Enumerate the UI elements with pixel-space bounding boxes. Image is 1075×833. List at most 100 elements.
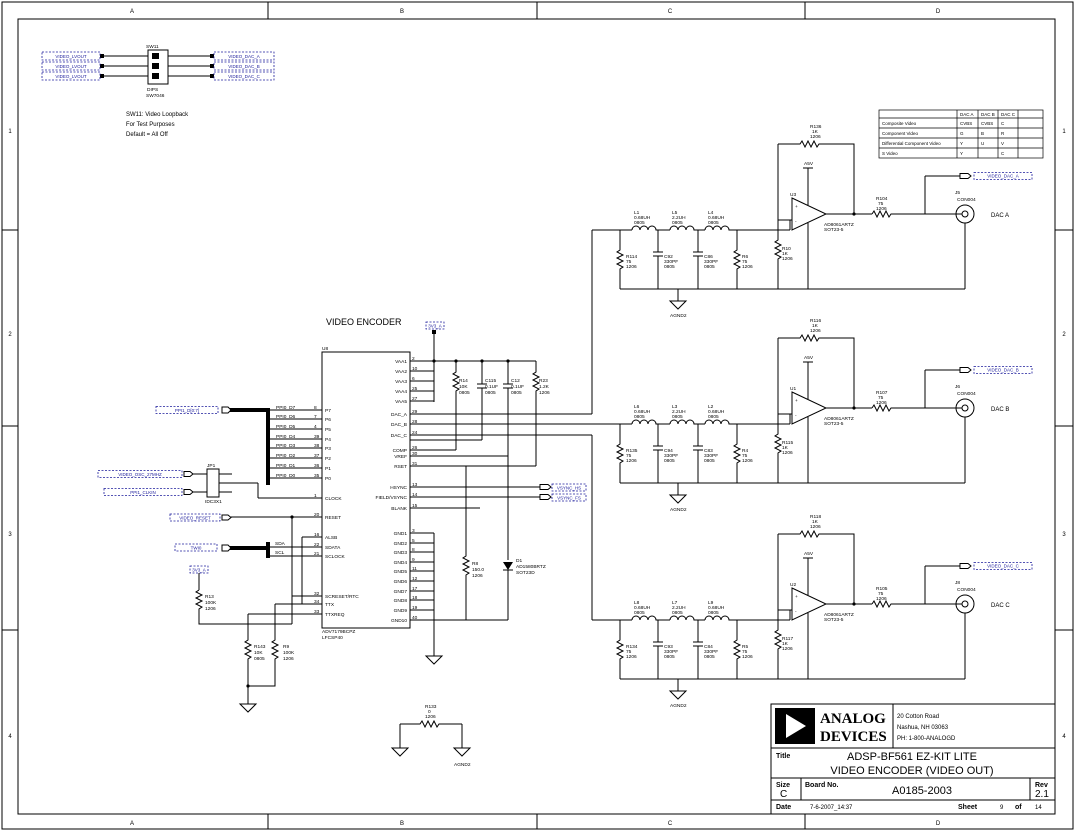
amp-pwr: A5V [804,355,814,361]
c1-val: 330PF [664,649,678,655]
l2-ref: L7 [672,600,678,606]
encoder-ref: U8 [322,346,328,352]
c2-ref: C84 [704,644,713,650]
encoder-right-pin-name: GND8 [394,598,408,604]
dac-channel-label: DAC C [991,603,1010,609]
rg-val: 1K [782,445,789,451]
encoder-right-pin-num: 26 [412,445,418,451]
encoder-right-pin-name: RSET [394,464,407,470]
amp-pkg: SOT23-5 [824,617,844,623]
encoder-right-pin-name: VAA4 [395,389,407,395]
encoder-right-pin-num: 2 [412,356,415,362]
encoder-left-pin-num: 35 [314,473,320,479]
encoder-left-pin-name: P5 [325,427,331,433]
rf-pkg: 1206 [810,328,821,334]
encoder-right-pin-name: GND4 [394,560,408,566]
encoder-right-pin-name: VAA5 [395,399,407,405]
r23-val: 1.2K [539,384,550,390]
encoder-bus-signal: PPI0_D3 [276,443,296,449]
vsync-net: VSYNC_FS [557,496,581,501]
l3-val: 0.68UH [708,605,725,611]
c2-val: 330PF [704,259,718,265]
encoder-right-pin-name: GND9 [394,608,408,614]
encoder-pwr-net: 3V3_A [428,324,442,329]
encoder-right-pin-num: 12 [412,576,418,582]
rl-val: 75 [742,453,748,459]
encoder-bus-signal: PPI0_D5 [276,424,296,430]
encoder-right-pin-name: GND2 [394,541,408,547]
rf-val: 1K [812,129,819,135]
analog-devices-logo: ANALOG DEVICES [775,708,887,745]
rin-ref: R135 [626,448,638,454]
encoder-right-pin-num: 5 [412,538,415,544]
amp-minus-sign: - [795,414,797,419]
row-label-4: 4 [8,734,12,740]
encoder-left-pin-name: P1 [325,466,331,472]
sw11-ref: SW11 [146,44,159,50]
encoder-right-pin-num: 31 [412,461,418,467]
l1-ref: L8 [634,600,640,606]
encoder-left-pin-num: 37 [314,453,320,459]
amp-pwr: A5V [804,551,814,557]
c2-val: 330PF [704,649,718,655]
conn-ref: J6 [955,384,960,390]
l1-pkg: 0805 [634,610,645,616]
rout-val: 75 [878,395,884,401]
rin-pkg: 1206 [626,654,637,660]
encoder-left-pins: 8P7PPI0_D77P6PPI0_D64P5PPI0_D539P4PPI0_D… [268,405,359,618]
r14-pkg: 0805 [459,390,470,396]
encoder-right-pin-num: 19 [412,605,418,611]
agnd-net: AGND2 [670,313,687,319]
rg-ref: R10 [782,246,791,252]
twi-sda: SDA [275,541,286,547]
c1-ref: C92 [664,254,673,260]
r9-val: 100K [283,650,295,656]
c2-ref: C86 [704,254,713,260]
amp-part: AD8061ARTZ [824,416,854,422]
l3-val: 0.68UH [708,215,725,221]
mode-row-1-c: C [1001,121,1005,126]
r23-pkg: 1206 [539,390,550,396]
rl-pkg: 1206 [742,458,753,464]
rl-ref: R5 [742,644,748,650]
conn-part: CON004 [957,587,976,593]
rl-val: 75 [742,259,748,265]
encoder-right-pin-name: BLANK [391,506,408,512]
mode-row-3-a: Y [960,141,963,146]
d1-ref: D1 [516,558,522,564]
amp-part: AD8061ARTZ [824,612,854,618]
l2-ref: L5 [672,210,678,216]
l3-pkg: 0805 [708,414,719,420]
mode-row-4-name: S Video [882,151,898,156]
encoder-right-pin-num: 18 [412,595,418,601]
c12-ref: C12 [511,378,520,384]
row-label-1: 1 [8,129,12,135]
sw11-net-left-3: VIDEO_LVOUT [55,74,86,79]
encoder-left-pin-name: TTX [325,602,335,608]
rg-pkg: 1206 [782,450,793,456]
rg-pkg: 1206 [782,256,793,262]
encoder-left-pin-name: RESET [325,515,341,521]
encoder-right-pin-num: 3 [412,528,415,534]
r8-val: 150.0 [472,567,484,573]
rev-label: Rev [1035,782,1048,789]
c2-ref: C83 [704,448,713,454]
r14-ref: R14 [459,378,468,384]
l2-val: 2.2UH [672,409,686,415]
amp-minus-sign: - [795,610,797,615]
l1-val: 0.68UH [634,605,651,611]
row-label-4-right: 4 [1062,734,1066,740]
dac-channel-c: R134751206L80.68UH0805C93330PF0805L72.2U… [615,514,1033,709]
encoder-right-pin-name: VREF [394,454,407,460]
encoder-left-pin-num: 33 [314,609,320,615]
encoder-right-pin-num: 10 [412,366,418,372]
company-line-2: DEVICES [820,729,887,745]
encoder-left-pin-num: 1 [314,493,317,499]
rout-pkg: 1206 [876,400,887,406]
ground-strap-r133: R133 0 1206 AGND2 [390,704,472,768]
encoder-right-pin-num: 14 [412,492,418,498]
title-label: Title [776,753,790,760]
encoder-left-pin-num: 21 [314,551,320,557]
encoder-right-pin-name: VAA3 [395,379,407,385]
mode-row-2-name: Component Video [882,131,918,136]
